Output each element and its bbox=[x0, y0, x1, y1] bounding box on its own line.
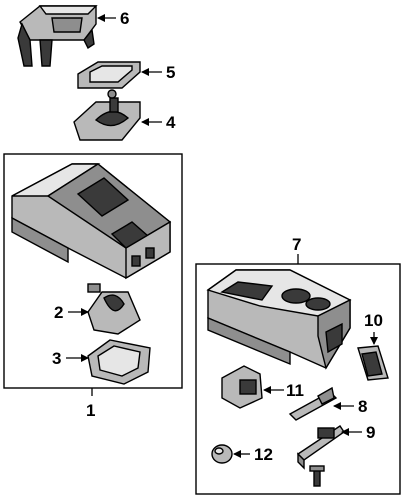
callout-7: 7 bbox=[292, 235, 301, 254]
knob-part-12 bbox=[211, 444, 233, 464]
shift-cover-part-6 bbox=[17, 5, 98, 67]
trim-strip-part-8 bbox=[288, 386, 338, 421]
group-box-part-1 bbox=[3, 153, 183, 389]
callout-2: 2 bbox=[54, 303, 63, 322]
screw bbox=[309, 465, 325, 487]
boot-plate-part-4 bbox=[73, 89, 141, 141]
shift-boot-part-2 bbox=[87, 283, 141, 335]
switch-part-11 bbox=[221, 365, 263, 409]
callout-10: 10 bbox=[364, 311, 383, 330]
center-console-part-1 bbox=[11, 163, 172, 280]
gasket-frame-part-5 bbox=[77, 61, 141, 89]
callout-4: 4 bbox=[166, 113, 176, 132]
callout-8: 8 bbox=[358, 397, 367, 416]
callout-11: 11 bbox=[286, 381, 304, 400]
bezel-part-3 bbox=[87, 339, 151, 385]
callout-6: 6 bbox=[120, 9, 129, 28]
callout-1: 1 bbox=[86, 401, 95, 420]
callout-3: 3 bbox=[52, 349, 61, 368]
cup-insert-part-10 bbox=[357, 345, 389, 381]
callout-9: 9 bbox=[366, 423, 375, 442]
callouts: 6 5 4 1 2 3 7 10 11 8 9 12 bbox=[52, 9, 383, 464]
bracket-part-9 bbox=[296, 425, 345, 470]
callout-12: 12 bbox=[254, 445, 273, 464]
rear-console-part-7 bbox=[206, 269, 352, 370]
callout-5: 5 bbox=[166, 63, 175, 82]
